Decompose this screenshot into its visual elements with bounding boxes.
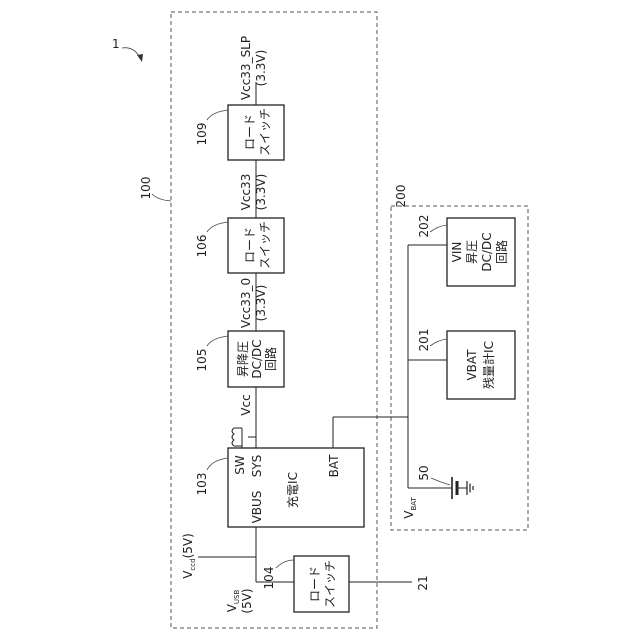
block-109-ref: 109: [195, 123, 209, 146]
rail-vcc33-0-volt: (3.3V): [254, 285, 268, 322]
rail-vcc-name: Vcc: [239, 394, 253, 415]
block-201-fuel-gauge-ic: [447, 331, 515, 399]
rail-vusb-text: VUSB: [225, 590, 241, 613]
block-201-ref: 201: [417, 329, 431, 352]
block-201-line-1: VBAT: [465, 349, 479, 381]
block-109-line-2: スイッチ: [258, 108, 272, 156]
block-202-leader: [430, 225, 447, 232]
block-106-leader: [207, 222, 228, 232]
block-103-title-group: 充電IC: [285, 472, 300, 508]
system-100-label: 100: [139, 177, 153, 200]
rail-vcc33-0-name: Vcc33_0: [239, 278, 253, 328]
connector-21-ref: 21: [416, 575, 430, 590]
block-103-leader: [207, 458, 228, 470]
rail-vcc33-slp-name: Vcc33_SLP: [239, 36, 253, 100]
rail-vcc33-volt: (3.3V): [254, 174, 268, 211]
rail-vbat-label: VBAT: [402, 497, 418, 519]
rail-vbat-text: VBAT: [402, 497, 418, 519]
inductor-icon: [232, 428, 256, 448]
pin-sys-group: SYS: [250, 455, 264, 478]
system-100-leader: [152, 194, 171, 201]
block-105-ref: 105: [195, 349, 209, 372]
pin-sw-label: SW: [233, 455, 247, 475]
block-202-line-3: DC/DC: [480, 232, 494, 271]
rail-vccd-volt: (5V): [181, 533, 195, 558]
pin-bat-label: BAT: [327, 454, 341, 478]
block-105-ref-group: 105: [195, 349, 209, 372]
pin-vbus-group: VBUS: [250, 491, 264, 524]
block-105-line-3: 回路: [263, 347, 278, 371]
ground-icon: [467, 481, 473, 495]
rail-vcc33-slp-label: Vcc33_SLP (3.3V): [239, 36, 268, 100]
battery-icon: [452, 477, 473, 499]
block-104-ref-group: 104: [262, 567, 276, 590]
block-109-leader: [207, 110, 228, 120]
system-200-label: 200: [394, 185, 408, 208]
block-202-ref-group: 202: [417, 215, 431, 238]
block-109-line-1: ロード: [243, 114, 257, 150]
rail-vcc33-name: Vcc33: [239, 174, 253, 211]
block-104-line-1: ロード: [308, 566, 322, 602]
pin-bat-group: BAT: [327, 454, 341, 478]
block-202-line-4: 回路: [494, 240, 509, 264]
figure-ref-arrowhead: [137, 54, 143, 62]
figure-ref-arrow: [122, 48, 140, 58]
system-200-label-group: 200: [394, 185, 408, 208]
pin-vbus-label: VBUS: [250, 491, 264, 524]
block-109-text: ロード スイッチ: [243, 108, 272, 156]
block-104-line-2: スイッチ: [323, 560, 337, 608]
rail-vusb-label: VUSB (5V): [225, 588, 254, 613]
battery-50-ref-group: 50: [417, 465, 431, 480]
rail-vcc-label: Vcc: [239, 394, 253, 415]
pin-sys-label: SYS: [250, 455, 264, 478]
block-103-ref-group: 103: [195, 473, 209, 496]
block-105-line-2: DC/DC: [250, 339, 264, 378]
block-202-line-1: VIN: [450, 242, 464, 263]
connector-21-group: 21: [416, 575, 430, 590]
rail-vcc33-slp-volt: (3.3V): [254, 50, 268, 87]
block-201-line-2: 残量計IC: [481, 341, 496, 389]
rail-vccd-text: Vccd(5V): [181, 533, 197, 579]
block-104-ref: 104: [262, 567, 276, 590]
rail-vcc33-0-label: Vcc33_0 (3.3V): [239, 278, 268, 328]
rail-vccd-label: Vccd(5V): [181, 533, 197, 579]
rail-vcc33-label: Vcc33 (3.3V): [239, 174, 268, 211]
figure-ref-number: 1: [112, 37, 120, 51]
block-106-text: ロード スイッチ: [243, 221, 272, 269]
system-100-label-group: 100: [139, 177, 153, 200]
block-109-ref-group: 109: [195, 123, 209, 146]
block-106-line-1: ロード: [243, 227, 257, 263]
block-104-leader: [276, 560, 294, 568]
battery-50-ref: 50: [417, 465, 431, 480]
battery-50-leader: [431, 478, 450, 485]
rail-vusb-volt: (5V): [240, 588, 254, 613]
block-201-ref-group: 201: [417, 329, 431, 352]
block-105-leader: [207, 336, 228, 346]
block-104-text: ロード スイッチ: [308, 560, 337, 608]
block-106-ref: 106: [195, 235, 209, 258]
block-105-line-1: 昇降圧: [236, 341, 250, 377]
block-201-leader: [430, 339, 447, 346]
pin-sw-group: SW: [233, 455, 247, 475]
block-202-line-2: 昇圧: [465, 240, 479, 264]
block-103-ref: 103: [195, 473, 209, 496]
block-106-ref-group: 106: [195, 235, 209, 258]
rail-vbat-sub: BAT: [410, 497, 418, 511]
block-106-line-2: スイッチ: [258, 221, 272, 269]
block-103-title: 充電IC: [285, 472, 300, 508]
rail-vccd-sub: ccd: [189, 558, 197, 570]
block-202-ref: 202: [417, 215, 431, 238]
